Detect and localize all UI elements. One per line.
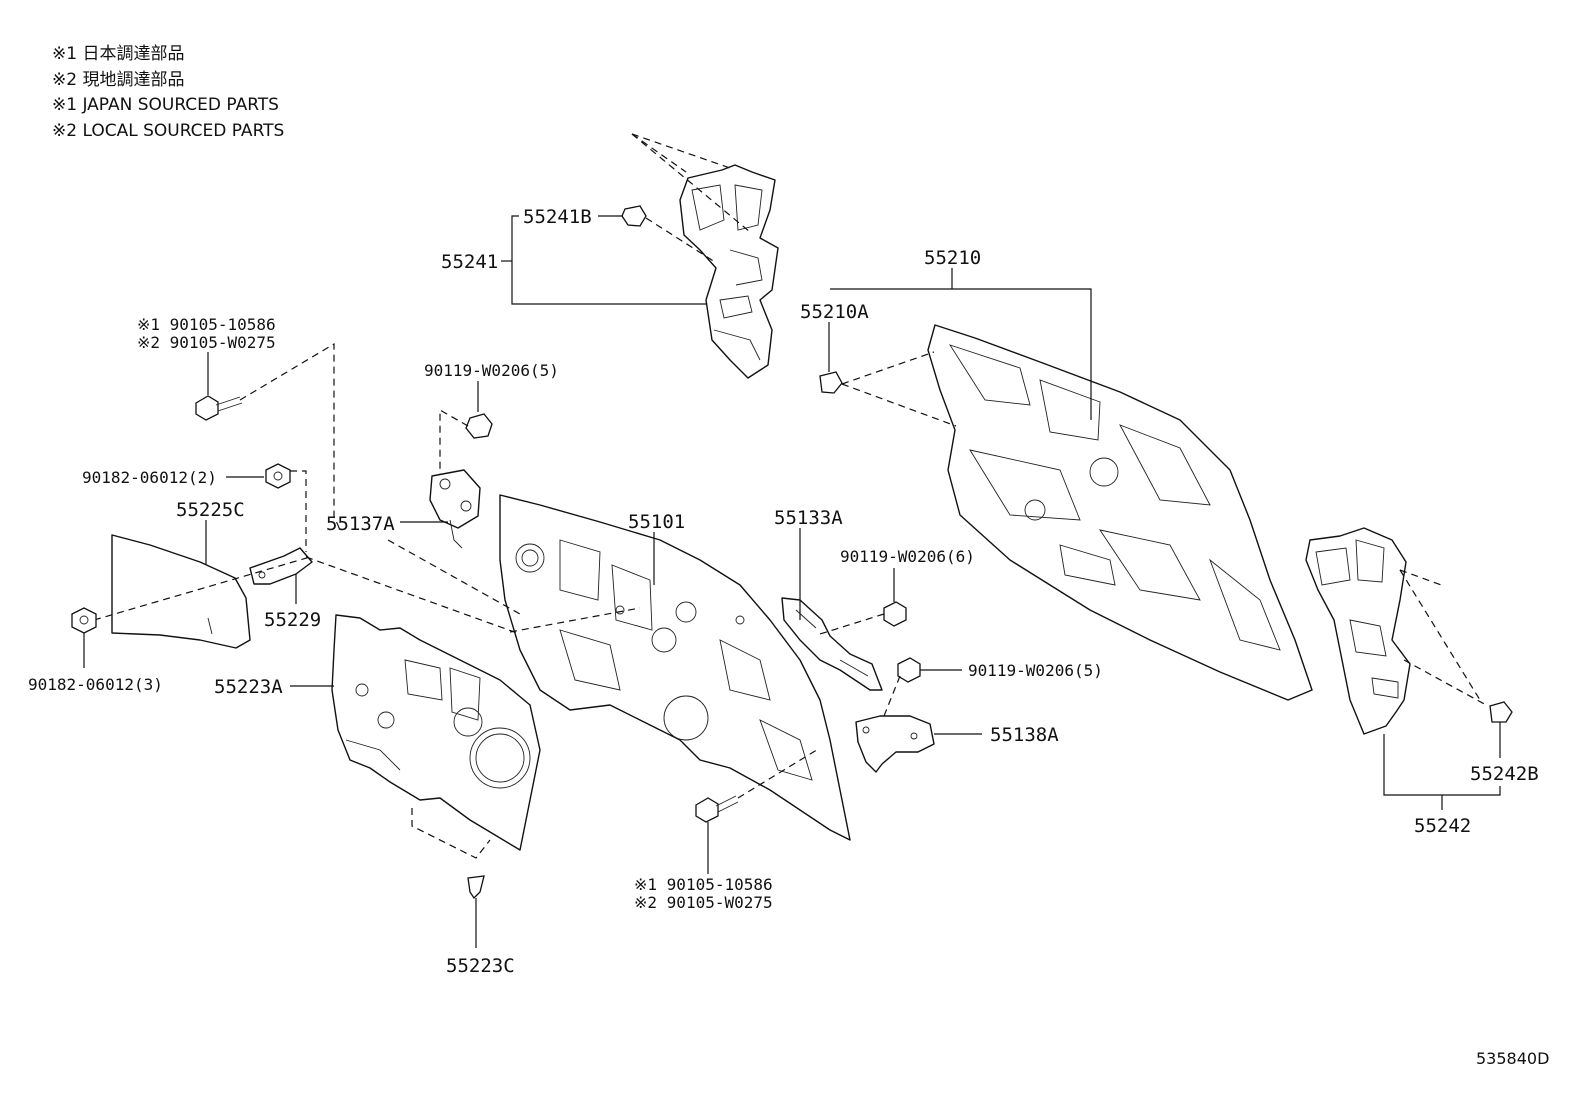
label-90119-5b: 90119-W0206(5) bbox=[968, 661, 1103, 680]
dash-90119-5b bbox=[883, 675, 901, 717]
dash-bolt-bottom bbox=[737, 747, 821, 799]
label-bolt-bottom-2: ※2 90105-W0275 bbox=[634, 893, 773, 912]
label-55242: 55242 bbox=[1414, 815, 1471, 837]
dash-55241-1 bbox=[631, 133, 687, 173]
label-55223C: 55223C bbox=[446, 955, 515, 977]
label-55101: 55101 bbox=[628, 511, 685, 533]
dash-55242-3 bbox=[1403, 659, 1489, 707]
label-55223A: 55223A bbox=[214, 676, 283, 698]
label-bolt-top-2: ※2 90105-W0275 bbox=[137, 333, 276, 352]
part-55137A-drawing bbox=[429, 413, 493, 549]
part-55210-drawing bbox=[819, 324, 1313, 701]
label-55210A: 55210A bbox=[800, 301, 869, 323]
lead-55241-bracket bbox=[511, 215, 706, 305]
dash-55242-2 bbox=[1399, 569, 1481, 701]
part-55133A-drawing bbox=[781, 597, 883, 691]
bolt-top-left-drawing bbox=[195, 395, 243, 421]
bolt-90119-5b-drawing bbox=[897, 657, 921, 683]
dash-90182-2 bbox=[290, 470, 307, 552]
dash-55137A bbox=[387, 539, 521, 615]
part-55138A-drawing bbox=[855, 715, 935, 773]
label-55138A: 55138A bbox=[990, 724, 1059, 746]
label-55241: 55241 bbox=[441, 251, 498, 273]
label-55229: 55229 bbox=[264, 609, 321, 631]
dash-55229 bbox=[305, 556, 521, 635]
label-55137A: 55137A bbox=[326, 513, 395, 535]
label-90119-6: 90119-W0206(6) bbox=[840, 547, 975, 566]
dash-55241B bbox=[645, 217, 716, 263]
label-90119-top: 90119-W0206(5) bbox=[424, 361, 559, 380]
figure-id: 535840D bbox=[1476, 1049, 1549, 1068]
label-55210: 55210 bbox=[924, 247, 981, 269]
label-55133A: 55133A bbox=[774, 507, 843, 529]
part-55223C-drawing bbox=[467, 875, 485, 900]
dash-center bbox=[509, 607, 641, 633]
dash-55225C bbox=[93, 556, 311, 621]
lead-55210-bracket bbox=[830, 288, 1092, 420]
bolt-bottom-drawing bbox=[695, 795, 739, 823]
label-90182-3: 90182-06012(3) bbox=[28, 675, 163, 694]
label-55225C: 55225C bbox=[176, 499, 245, 521]
dash-55241-2 bbox=[631, 133, 731, 169]
legend-line-4: ※2 LOCAL SOURCED PARTS bbox=[52, 121, 284, 141]
part-55241-drawing bbox=[621, 164, 779, 379]
dash-90119-top bbox=[439, 408, 469, 474]
label-55242B: 55242B bbox=[1470, 763, 1539, 785]
label-bolt-bottom-1: ※1 90105-10586 bbox=[634, 875, 773, 894]
dash-90119-6 bbox=[819, 613, 885, 635]
legend-line-1: ※1 日本調達部品 bbox=[52, 44, 184, 64]
dash-55210A-1 bbox=[841, 351, 935, 385]
dash-55210A-2 bbox=[841, 383, 957, 427]
dash-55242-1 bbox=[1399, 569, 1445, 587]
dash-55241-3 bbox=[631, 133, 751, 233]
part-55225C-drawing bbox=[111, 534, 251, 649]
dash-55223C bbox=[411, 808, 491, 859]
legend-line-3: ※1 JAPAN SOURCED PARTS bbox=[52, 95, 279, 115]
legend-line-2: ※2 現地調達部品 bbox=[52, 70, 184, 90]
nut-90182-3-drawing bbox=[71, 607, 97, 634]
part-55223A-drawing bbox=[331, 614, 541, 851]
bolt-90119-6-drawing bbox=[883, 601, 907, 627]
label-bolt-top-1: ※1 90105-10586 bbox=[137, 315, 276, 334]
dash-bolt-top bbox=[239, 342, 341, 531]
label-90182-2: 90182-06012(2) bbox=[82, 468, 217, 487]
part-55242-drawing bbox=[1305, 527, 1513, 735]
part-55101-drawing bbox=[499, 494, 851, 841]
label-55241B: 55241B bbox=[523, 206, 592, 228]
legend: ※1 日本調達部品 ※2 現地調達部品 ※1 JAPAN SOURCED PAR… bbox=[52, 44, 284, 141]
